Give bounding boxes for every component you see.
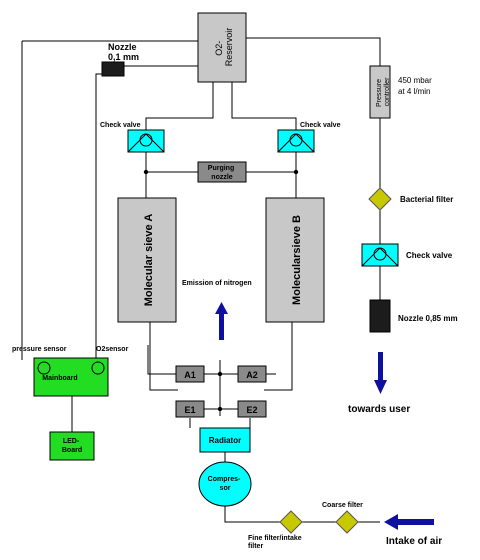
o2-reservoir: O2- Reservoir <box>197 12 247 83</box>
valve-e2: E2 <box>237 400 267 418</box>
nozzle-out: Nozzle 0,85 mm <box>369 299 458 333</box>
svg-text:Compres- sor: Compres- sor <box>208 476 243 492</box>
molecular-sieve-a: Molecular sieve A <box>117 197 177 323</box>
emission-arrow-head <box>215 302 228 314</box>
compressor-label-1: Compres- <box>208 476 241 483</box>
svg-text:Fine filter/intake filte: Fine filter/intake filter <box>248 535 304 550</box>
check-valve-main: Check valve <box>361 243 453 267</box>
molecular-sieve-b: Molecularsieve B <box>265 197 325 323</box>
radiator: Radiator <box>199 427 251 453</box>
led-board-label-1: LED- <box>63 438 80 445</box>
bacterial-filter-label: Bacterial filter <box>400 195 453 204</box>
purging-nozzle-label-1: Purging <box>208 165 234 172</box>
pressure-controller-label-1: Pressure <box>376 79 383 107</box>
sieve-a-label: Molecular sieve A <box>143 214 155 307</box>
valve-e1: E1 <box>175 400 205 418</box>
check-valve-left-label: Check valve <box>100 122 141 129</box>
nozzle-top-label-1: Nozzle <box>108 42 137 52</box>
pressure-controller-label-2: controller <box>384 77 391 106</box>
compressor-label-2: sor <box>220 485 231 492</box>
check-valve-main-label: Check valve <box>406 251 453 260</box>
emission-nitrogen: Emission of nitrogen <box>182 280 252 340</box>
valve-a2: A2 <box>237 365 267 383</box>
fine-filter: Fine filter/intake filter <box>248 510 304 550</box>
svg-text:O2- Reservoir: O2- Reservoir <box>214 28 234 67</box>
valve-e2-label: E2 <box>246 405 257 415</box>
check-valve-right: Check valve <box>277 122 341 153</box>
check-valve-right-label: Check valve <box>300 122 341 129</box>
valve-e1-label: E1 <box>184 405 195 415</box>
pressure-sensor-label: pressure sensor <box>12 346 67 353</box>
svg-text:Nozzle 0,1 mm: Nozzle 0,1 mm <box>108 42 139 62</box>
svg-text:450 mbar at 4 l/min: 450 mbar at 4 l/min <box>398 76 434 96</box>
fine-filter-label-1: Fine filter/intake <box>248 535 302 542</box>
mainboard: Mainboard <box>33 357 109 397</box>
led-board-label-2: Board <box>62 447 82 454</box>
purging-nozzle-label-2: nozzle <box>211 174 232 181</box>
fine-filter-label-2: filter <box>248 543 263 550</box>
reservoir-label-1: O2- <box>214 41 224 56</box>
intake-air: Intake of air <box>384 514 442 547</box>
bacterial-filter: Bacterial filter <box>368 187 453 211</box>
pipe-lines <box>21 37 381 523</box>
check-valve-left: Check valve <box>100 122 165 153</box>
led-board: LED- Board <box>49 431 95 461</box>
sieve-b-label: Molecularsieve B <box>291 215 303 305</box>
nozzle-out-label: Nozzle 0,85 mm <box>398 314 458 323</box>
compressor: Compres- sor <box>198 461 252 507</box>
nozzle-top: Nozzle 0,1 mm <box>101 42 139 77</box>
nozzle-top-label-2: 0,1 mm <box>108 52 139 62</box>
svg-text:LED- Board: LED- Board <box>62 438 82 454</box>
radiator-label: Radiator <box>209 436 241 445</box>
o2-sensor-label: O2sensor <box>96 346 129 353</box>
towards-user-label: towards user <box>348 404 410 415</box>
pressure-spec-1: 450 mbar <box>398 76 432 85</box>
valve-a1: A1 <box>175 365 205 383</box>
purging-nozzle: Purging nozzle <box>197 161 247 183</box>
towards-user: towards user <box>348 352 410 415</box>
valve-a2-label: A2 <box>246 370 258 380</box>
pressure-spec-2: at 4 l/min <box>398 87 430 96</box>
coarse-filter: Coarse filter <box>322 502 363 534</box>
mainboard-label: Mainboard <box>42 375 77 382</box>
valve-a1-label: A1 <box>184 370 196 380</box>
pressure-controller: Pressure controller 450 mbar at 4 l/min <box>369 65 434 119</box>
intake-air-label: Intake of air <box>386 536 442 547</box>
reservoir-label-2: Reservoir <box>224 28 234 67</box>
svg-text:Pressure controller: Pressure controller <box>376 77 391 107</box>
emission-arrow-shaft <box>219 312 224 340</box>
emission-label: Emission of nitrogen <box>182 280 252 287</box>
junction-dots <box>143 169 299 412</box>
coarse-filter-label: Coarse filter <box>322 502 363 509</box>
svg-text:Purging nozzle: Purging nozzle <box>208 165 236 181</box>
